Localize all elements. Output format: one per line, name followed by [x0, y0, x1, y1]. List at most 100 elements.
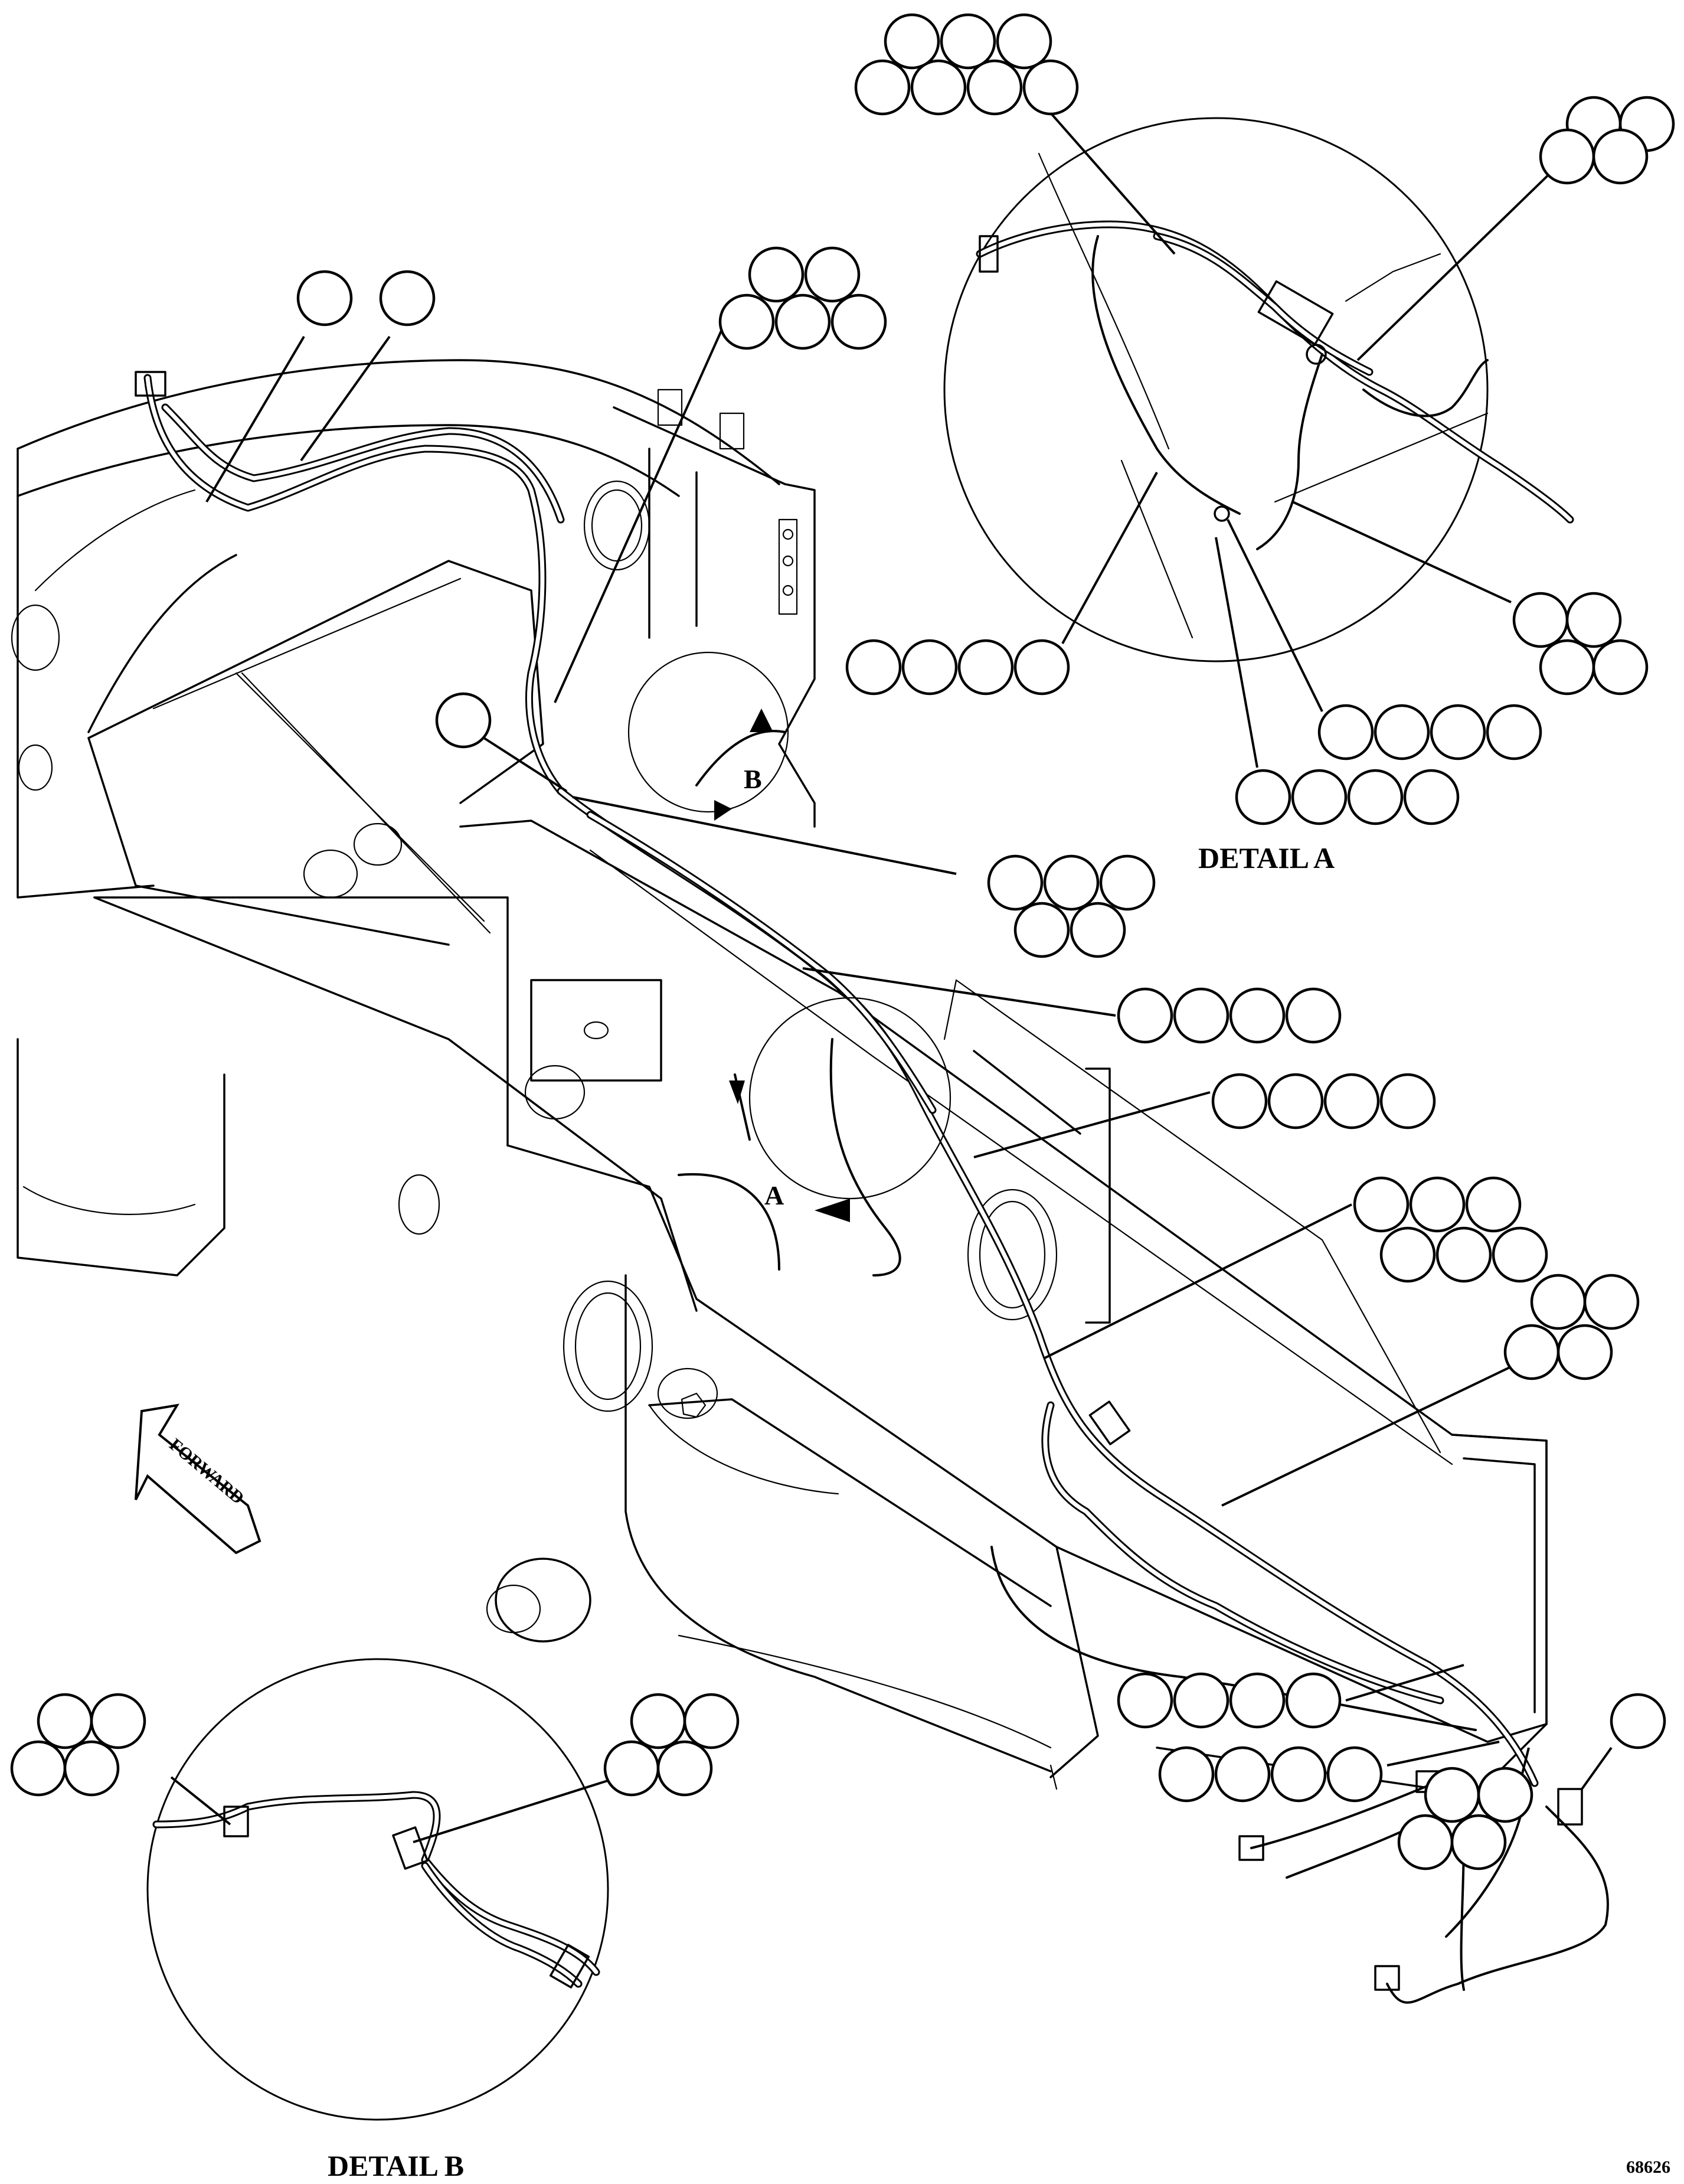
callout-balloon — [748, 246, 805, 303]
detail-b-title: DETAIL B — [328, 2149, 464, 2182]
detail-a-title: DETAIL A — [1198, 841, 1335, 874]
callout-balloon — [1539, 128, 1595, 185]
callout-balloon — [1409, 1176, 1466, 1233]
callout-balloon — [1379, 1073, 1436, 1129]
callout-balloon — [37, 1693, 93, 1749]
callout-balloon — [804, 246, 861, 303]
callout-balloon — [1270, 1746, 1327, 1803]
callout-balloon — [884, 13, 940, 70]
callout-balloon — [1267, 1073, 1324, 1129]
callout-balloon — [90, 1693, 146, 1749]
callout-balloon — [1211, 1073, 1268, 1129]
callout-balloon — [435, 692, 492, 749]
balloon-group-g-top-left-single-2 — [379, 270, 436, 327]
callout-balloon — [1557, 1324, 1613, 1380]
callout-balloon — [901, 639, 958, 696]
callout-balloon — [1235, 769, 1291, 825]
callout-balloon — [1379, 1226, 1436, 1283]
callout-balloon — [1397, 1814, 1454, 1870]
balloon-group-g-lower-right-single — [1610, 1693, 1666, 1749]
callout-balloon — [1043, 854, 1100, 911]
callout-balloon — [1229, 987, 1286, 1044]
balloon-group-g-top-left-single-1 — [296, 270, 353, 327]
callout-balloon — [1323, 1073, 1380, 1129]
balloon-group-g-detail-a-upper-right — [1539, 96, 1675, 185]
callout-balloon — [845, 639, 902, 696]
callout-balloon — [854, 59, 911, 116]
callout-balloon — [630, 1693, 686, 1749]
callout-balloon — [1285, 1672, 1342, 1729]
callout-balloon — [1117, 1672, 1173, 1729]
callout-balloon — [1592, 639, 1649, 696]
callout-balloon — [296, 270, 353, 327]
callout-balloon — [656, 1740, 713, 1797]
callout-balloon — [10, 1740, 67, 1797]
callout-balloon — [1583, 1274, 1640, 1330]
callout-balloon — [1503, 1324, 1560, 1380]
callout-balloon — [1450, 1814, 1507, 1870]
callout-balloon — [966, 59, 1023, 116]
callout-balloon — [987, 854, 1044, 911]
callout-balloon — [1173, 1672, 1230, 1729]
callout-balloon — [1099, 854, 1156, 911]
balloon-group-g-detail-a-bottom-row-1 — [1317, 704, 1542, 760]
balloon-group-g-detail-b-left — [10, 1693, 146, 1797]
balloon-group-g-right-6 — [1353, 1176, 1548, 1283]
callout-balloon — [1317, 704, 1374, 760]
callout-balloon — [1347, 769, 1404, 825]
callout-balloon — [1013, 639, 1070, 696]
callout-balloon — [1326, 1746, 1383, 1803]
callout-balloon — [910, 59, 967, 116]
balloon-group-g-left-single — [435, 692, 492, 749]
callout-balloon — [1070, 902, 1126, 958]
callout-balloon — [603, 1740, 660, 1797]
callout-a-label: A — [764, 1180, 784, 1210]
forward-arrow: FORWARD — [135, 1403, 261, 1555]
balloon-group-g-detail-a-left-row — [845, 639, 1070, 696]
balloon-group-g-lower-right-row-2 — [1158, 1746, 1383, 1803]
callout-balloon — [379, 270, 436, 327]
balloon-group-g-center-row-4b — [1211, 1073, 1436, 1129]
callout-balloon — [830, 293, 887, 350]
callout-balloon — [683, 1693, 740, 1749]
balloon-group-g-center-row-4a — [1117, 987, 1342, 1044]
balloon-group-g-lower-right-4 — [1397, 1767, 1533, 1870]
callout-balloon — [940, 13, 996, 70]
callout-balloon — [1374, 704, 1430, 760]
callout-b-label: B — [744, 764, 762, 794]
callout-balloon — [1477, 1767, 1533, 1823]
wiring-harness — [135, 371, 1609, 2004]
callout-balloon — [1486, 704, 1542, 760]
callout-balloon — [1436, 1226, 1492, 1283]
callout-balloon — [1565, 592, 1622, 648]
callout-balloon — [1022, 59, 1079, 116]
boom-structure — [11, 359, 1548, 1796]
balloon-group-g-detail-a-right-lower — [1512, 592, 1649, 696]
callout-balloon — [1353, 1176, 1410, 1233]
callout-balloon — [957, 639, 1014, 696]
balloon-group-g-lower-right-row-1 — [1117, 1672, 1342, 1729]
callout-balloon — [1592, 128, 1649, 185]
callout-balloon — [1430, 704, 1486, 760]
callout-balloon — [1539, 639, 1595, 696]
callout-balloon — [1492, 1226, 1548, 1283]
callout-balloon — [1610, 1693, 1666, 1749]
callout-balloon — [1403, 769, 1460, 825]
callout-balloon — [718, 293, 775, 350]
balloon-group-g-right-4 — [1503, 1274, 1640, 1380]
drawing-number: 68626 — [1626, 2157, 1670, 2177]
callout-balloon — [1158, 1746, 1215, 1803]
callout-balloon — [1173, 987, 1230, 1044]
balloon-group-g-top-detail-a — [854, 13, 1079, 116]
callout-balloon — [1214, 1746, 1271, 1803]
callout-balloon — [996, 13, 1052, 70]
balloon-group-g-detail-b-right — [603, 1693, 740, 1797]
detail-a — [943, 117, 1574, 662]
callout-balloon — [1285, 987, 1342, 1044]
detail-b — [146, 1658, 609, 2121]
callout-balloons — [10, 13, 1675, 1870]
callout-balloon — [1229, 1672, 1286, 1729]
callout-b-marker: B — [627, 651, 789, 821]
callout-balloon — [1465, 1176, 1522, 1233]
